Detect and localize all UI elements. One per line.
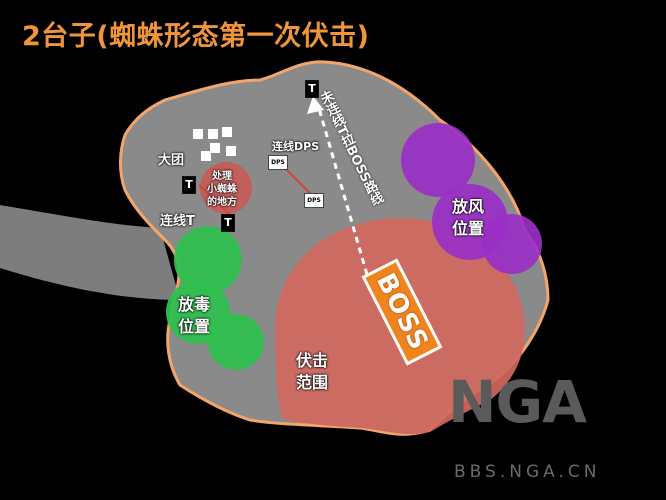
page-title: 2台子(蜘蛛形态第一次伏击) bbox=[22, 21, 370, 52]
poison-zone-3 bbox=[208, 314, 264, 370]
raid-member-marker bbox=[210, 143, 220, 153]
dps-marker-2: DPS bbox=[304, 193, 324, 208]
link-tank-label: 连线T bbox=[160, 214, 195, 229]
spider-handle-zone bbox=[200, 162, 252, 214]
spider-handle-label: 处理 小蜘蛛 的地方 bbox=[207, 171, 237, 208]
raid-member-marker bbox=[226, 146, 236, 156]
ambush-range-label: 伏击 范围 bbox=[296, 351, 329, 392]
tank-marker-top: T bbox=[305, 80, 319, 98]
raid-group-label: 大团 bbox=[158, 153, 185, 168]
dps-link-line bbox=[281, 164, 313, 196]
boss-drag-path bbox=[316, 104, 372, 286]
wind-zone-1 bbox=[401, 123, 475, 197]
tank-marker-link: T bbox=[221, 214, 235, 232]
raid-member-marker bbox=[208, 129, 218, 139]
wind-zone-3 bbox=[482, 214, 542, 274]
poison-position-label: 放毒 位置 bbox=[178, 295, 211, 336]
raid-member-marker bbox=[222, 127, 232, 137]
entrance-ramp bbox=[0, 205, 180, 300]
poison-zone-1 bbox=[174, 226, 242, 294]
drag-path-label-wrap: 未连线T拉BOSS路线 bbox=[314, 89, 385, 286]
nga-watermark-logo: NGA bbox=[448, 368, 587, 436]
link-dps-label: 连线DPS bbox=[272, 140, 320, 153]
drag-path-arrowhead bbox=[307, 96, 324, 114]
tank-marker-spider: T bbox=[182, 176, 196, 194]
raid-member-marker bbox=[201, 151, 211, 161]
raid-member-marker bbox=[193, 129, 203, 139]
dps-marker-1: DPS bbox=[268, 155, 288, 170]
nga-watermark-url: BBS.NGA.CN bbox=[454, 462, 601, 482]
tank-link-line bbox=[198, 184, 231, 216]
wind-position-label: 放风 位置 bbox=[452, 197, 485, 238]
